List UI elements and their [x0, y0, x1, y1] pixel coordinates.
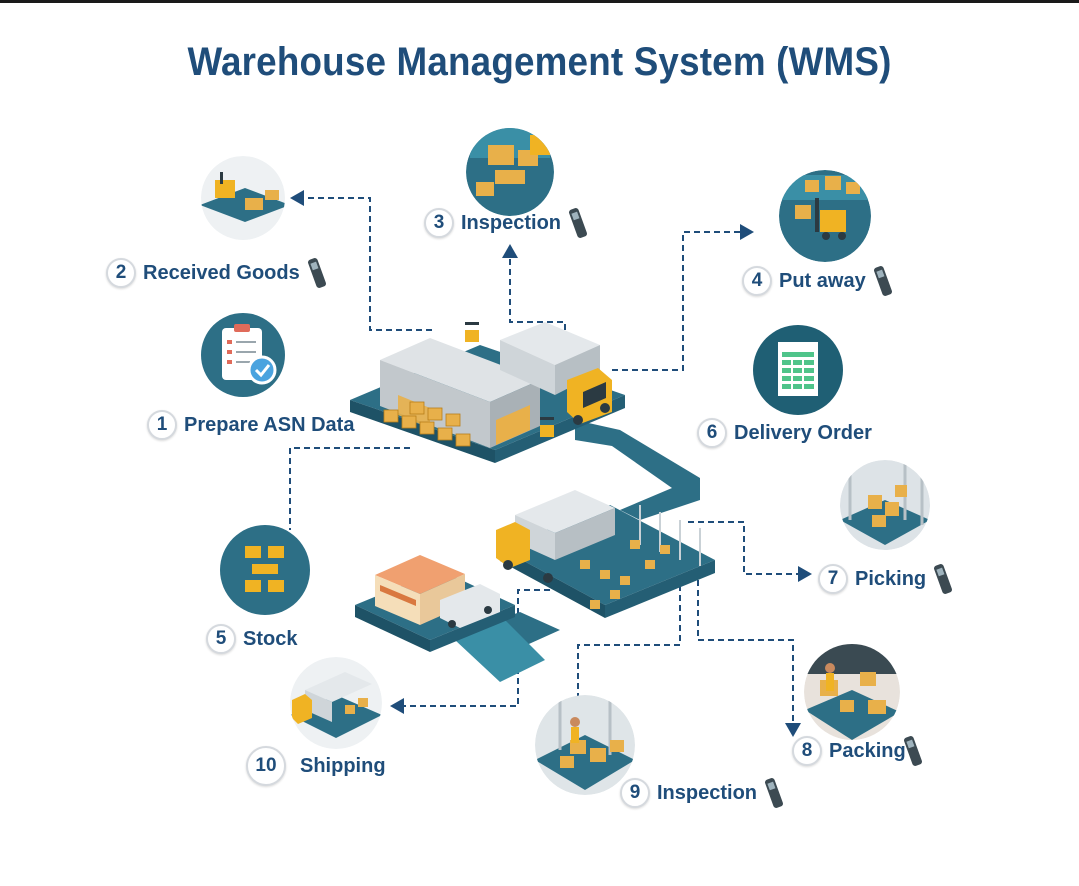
connector-to-put-away: [612, 224, 754, 371]
delivery-truck: [515, 490, 615, 533]
step-label: Picking: [855, 567, 927, 590]
step-number: 4: [742, 266, 772, 296]
step-label: Inspection: [461, 211, 562, 234]
step-label: Received Goods: [143, 261, 300, 284]
step-number: 3: [424, 208, 454, 238]
connector-to-inspection-9: [577, 585, 681, 700]
step-prepare-asn: 1 Prepare ASN Data: [147, 410, 354, 440]
top-border: [0, 0, 1079, 3]
spreadsheet-document-icon: [753, 325, 843, 415]
step-stock: 5 Stock: [206, 624, 297, 654]
shipping-truck-icon: [290, 657, 382, 749]
picking-racks-icon: [840, 460, 930, 550]
connector-to-picking: [688, 521, 812, 582]
warehouse-building: [380, 338, 540, 402]
step-number: 7: [818, 564, 848, 594]
inspection-worker-icon: [535, 695, 635, 795]
page-title: Warehouse Management System (WMS): [187, 40, 892, 84]
step-label: Prepare ASN Data: [184, 413, 355, 436]
step-put-away: 4 Put away: [742, 264, 894, 298]
step-packing: 8 Packing: [792, 734, 924, 768]
delivery-van: [440, 584, 500, 628]
connector-to-packing: [697, 560, 801, 737]
barcode-scanner-icon: [873, 266, 892, 296]
step-number: 9: [620, 778, 650, 808]
putaway-forklift-icon: [779, 170, 871, 262]
step-received-goods: 2 Received Goods: [106, 256, 328, 290]
packing-worker-icon: [804, 644, 900, 740]
inspection-scene-icon: [466, 128, 554, 216]
barcode-scanner-icon: [569, 208, 587, 238]
barcode-scanner-icon: [765, 778, 783, 808]
step-number: 6: [697, 418, 727, 448]
barcode-scanner-icon: [934, 564, 953, 594]
step-picking: 7 Picking: [818, 562, 954, 596]
step-number: 5: [206, 624, 236, 654]
store-building: [375, 555, 465, 594]
step-label: Stock: [243, 627, 298, 650]
road: [575, 420, 700, 520]
step-inspection-9: 9 Inspection: [620, 776, 785, 810]
step-delivery-order: 6 Delivery Order: [697, 418, 872, 448]
flow-connectors: [289, 190, 812, 737]
step-shipping: 10 Shipping: [246, 746, 386, 786]
barcode-scanner-icon: [307, 258, 326, 288]
step-label: Delivery Order: [734, 421, 872, 444]
clipboard-check-icon: [201, 313, 285, 397]
step-label: Put away: [779, 269, 866, 292]
connector-to-received-goods: [290, 190, 432, 331]
barcode-scanner-icon: [903, 736, 922, 766]
stock-shelves-icon: [220, 525, 310, 615]
connector-to-stock: [289, 447, 410, 530]
receiving-truck: [500, 322, 600, 365]
forklift-scene-icon: [201, 156, 285, 240]
central-warehouse-scene: [350, 322, 715, 682]
step-label: Packing: [829, 739, 906, 762]
step-label: Inspection: [657, 781, 758, 804]
step-label: Shipping: [300, 754, 386, 777]
step-inspection-3: 3 Inspection: [424, 206, 589, 240]
step-number: 2: [106, 258, 136, 288]
step-number: 1: [147, 410, 177, 440]
step-number: 10: [246, 746, 286, 786]
step-number: 8: [792, 736, 822, 766]
